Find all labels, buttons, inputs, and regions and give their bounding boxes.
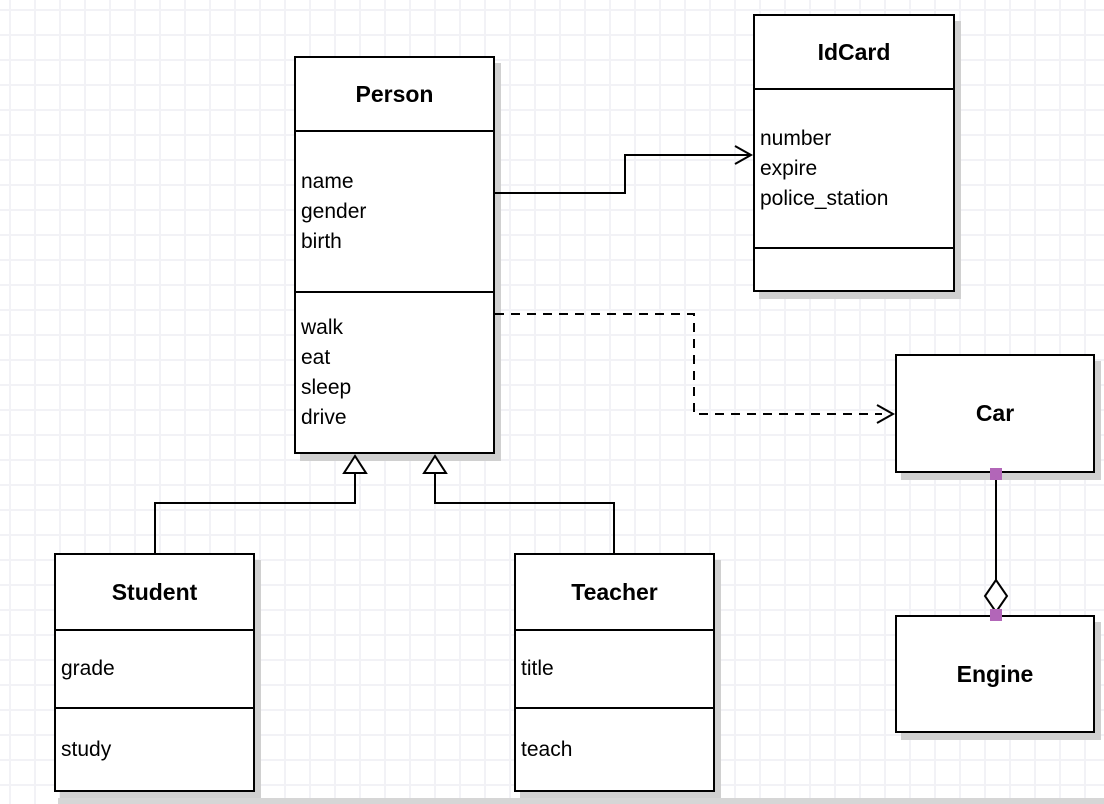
class-student-attributes: grade: [56, 631, 253, 709]
association-line[interactable]: [495, 154, 749, 194]
method: eat: [301, 345, 331, 369]
class-student-methods: study: [56, 709, 253, 790]
open-arrow-icon: [734, 145, 754, 165]
attribute: grade: [61, 657, 115, 680]
hollow-triangle-icon: [422, 454, 448, 474]
class-car-title: Car: [975, 400, 1015, 426]
connector-generalization-student-person[interactable]: [154, 454, 368, 553]
generalization-line[interactable]: [434, 473, 615, 553]
class-person-title: Person: [296, 58, 493, 132]
generalization-line[interactable]: [154, 473, 356, 553]
class-idcard-attributes: number expire police_station: [755, 90, 953, 249]
attribute: expire: [760, 156, 818, 180]
connector-generalization-teacher-person[interactable]: [422, 454, 615, 553]
class-teacher-attributes: title: [516, 631, 713, 709]
attribute: police_station: [760, 186, 889, 210]
attribute: number: [760, 126, 832, 150]
class-student[interactable]: Student grade study: [54, 553, 255, 792]
dependency-line[interactable]: [495, 313, 882, 415]
method: drive: [301, 405, 347, 429]
connector-aggregation-car-engine[interactable]: [983, 468, 1009, 621]
method: study: [61, 737, 112, 761]
hollow-diamond-icon: [983, 578, 1009, 614]
class-teacher-title: Teacher: [516, 555, 713, 631]
class-person[interactable]: Person name gender birth walk eat sleep …: [294, 56, 495, 454]
class-car[interactable]: Car: [895, 354, 1095, 473]
class-teacher[interactable]: Teacher title teach: [514, 553, 715, 792]
class-engine-title: Engine: [956, 660, 1034, 687]
attribute: birth: [301, 229, 342, 253]
canvas-bottom-strip: [58, 798, 1104, 804]
attribute: gender: [301, 199, 367, 223]
method: walk: [301, 315, 344, 339]
class-engine[interactable]: Engine: [895, 615, 1095, 733]
class-student-title: Student: [56, 555, 253, 631]
class-teacher-methods: teach: [516, 709, 713, 790]
hollow-triangle-icon: [342, 454, 368, 474]
method: sleep: [301, 375, 352, 399]
connector-association-person-idcard[interactable]: [495, 145, 754, 194]
open-arrow-icon: [876, 404, 896, 424]
attribute: title: [521, 657, 554, 680]
attribute: name: [301, 169, 354, 193]
connector-dependency-person-car[interactable]: [495, 313, 896, 424]
connection-handle[interactable]: [990, 468, 1002, 480]
class-idcard-title: IdCard: [755, 16, 953, 90]
class-person-methods: walk eat sleep drive: [296, 293, 493, 452]
connection-handle[interactable]: [990, 609, 1002, 621]
method: teach: [521, 737, 573, 761]
class-person-attributes: name gender birth: [296, 132, 493, 293]
class-idcard[interactable]: IdCard number expire police_station: [753, 14, 955, 292]
